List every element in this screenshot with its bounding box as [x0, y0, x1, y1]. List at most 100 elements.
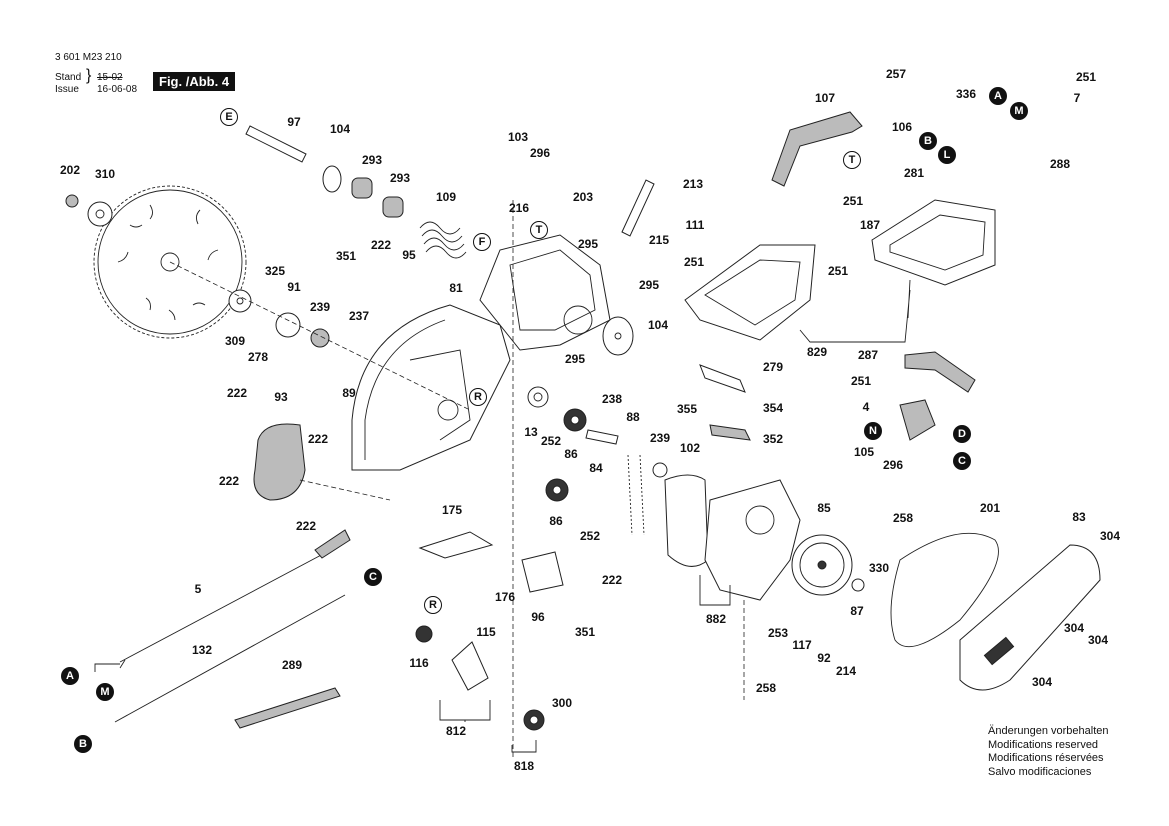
note-en: Modifications reserved — [988, 738, 1099, 751]
note-es: Salvo modificaciones — [988, 765, 1092, 778]
part-number-label: 251 — [1075, 70, 1097, 84]
part-number-label: 187 — [859, 218, 881, 232]
note-de: Änderungen vorbehalten — [988, 725, 1109, 737]
part-number-label: 4 — [862, 400, 870, 414]
part-number-label: 281 — [903, 166, 925, 180]
part-number-label: 253 — [767, 626, 789, 640]
part-number-label: 304 — [1031, 675, 1053, 689]
part-number-label: 95 — [402, 248, 416, 262]
part-number-label: 105 — [853, 445, 875, 459]
ref-marker-e: E — [220, 108, 238, 126]
ref-marker-c: C — [364, 568, 382, 586]
part-number-label: 237 — [348, 309, 370, 323]
part-number-label: 86 — [549, 514, 563, 528]
part-number-label: 257 — [885, 67, 907, 81]
part-number-label: 289 — [281, 658, 303, 672]
modification-notes: Änderungen vorbehalten Modifications res… — [988, 725, 1108, 779]
part-number-label: 336 — [955, 87, 977, 101]
part-number-label: 7 — [1073, 91, 1081, 105]
part-number-label: 215 — [648, 233, 670, 247]
issue-label: Issue — [55, 84, 79, 95]
ref-marker-t: T — [530, 221, 548, 239]
ref-marker-t: T — [843, 151, 861, 169]
part-number-label: 252 — [579, 529, 601, 543]
ref-marker-m: M — [96, 683, 114, 701]
part-number-label: 300 — [551, 696, 573, 710]
part-number-label: 13 — [524, 425, 538, 439]
part-number-label: 258 — [755, 681, 777, 695]
part-number-label: 251 — [683, 255, 705, 269]
part-number-label: 295 — [577, 237, 599, 251]
part-number-label: 115 — [476, 625, 496, 639]
part-number-label: 116 — [409, 656, 429, 670]
ref-marker-f: F — [473, 233, 491, 251]
issue-value: 16-06-08 — [97, 84, 138, 95]
part-number-label: 201 — [979, 501, 1001, 515]
part-number-label: 83 — [1072, 510, 1086, 524]
part-number-label: 222 — [370, 238, 392, 252]
part-number-label: 296 — [529, 146, 551, 160]
brace-glyph: } — [86, 67, 92, 84]
stand-value: 15-02 — [97, 72, 123, 83]
part-number-label: 117 — [792, 638, 812, 652]
saw-blade-drawing — [93, 185, 247, 339]
part-number-label: 239 — [309, 300, 331, 314]
part-number-label: 87 — [850, 604, 864, 618]
part-number-label: 354 — [762, 401, 784, 415]
ref-marker-r: R — [424, 596, 442, 614]
part-number-label: 102 — [679, 441, 701, 455]
ref-marker-m: M — [1010, 102, 1028, 120]
part-number-label: 325 — [264, 264, 286, 278]
part-number-label: 132 — [191, 643, 213, 657]
stand-label: Stand — [55, 72, 82, 83]
ref-marker-b: B — [919, 132, 937, 150]
ref-marker-a: A — [61, 667, 79, 685]
part-number-label: 104 — [647, 318, 669, 332]
part-number-label: 239 — [649, 431, 671, 445]
part-number-label: 84 — [589, 461, 603, 475]
part-number-label: 238 — [601, 392, 623, 406]
part-number-label: 92 — [817, 651, 831, 665]
ref-marker-b: B — [74, 735, 92, 753]
figure-label: Fig. /Abb. 4 — [153, 72, 236, 91]
part-number-label: 251 — [850, 374, 872, 388]
part-number-label: 293 — [389, 171, 411, 185]
part-number-label: 310 — [94, 167, 116, 181]
part-number-label: 89 — [342, 386, 356, 400]
note-fr: Modifications réservées — [988, 752, 1104, 764]
ref-marker-l: L — [938, 146, 956, 164]
part-number-label: 203 — [572, 190, 594, 204]
part-number-label: 882 — [705, 612, 727, 626]
part-number-label: 330 — [868, 561, 890, 575]
part-number-label: 222 — [307, 432, 329, 446]
part-number-label: 175 — [441, 503, 463, 517]
part-number-label: 88 — [626, 410, 640, 424]
part-number-label: 251 — [827, 264, 849, 278]
part-number-label: 176 — [494, 590, 516, 604]
part-number-label: 5 — [194, 582, 202, 596]
ref-marker-a: A — [989, 87, 1007, 105]
part-number-label: 295 — [638, 278, 660, 292]
part-number-label: 85 — [817, 501, 831, 515]
part-number-label: 222 — [226, 386, 248, 400]
part-number-label: 351 — [574, 625, 596, 639]
part-number-label: 309 — [224, 334, 246, 348]
part-number-label: 352 — [762, 432, 784, 446]
ref-marker-r: R — [469, 388, 487, 406]
part-number-label: 213 — [682, 177, 704, 191]
part-number-label: 81 — [449, 281, 463, 295]
part-number-label: 818 — [513, 759, 535, 773]
part-number-label: 103 — [507, 130, 529, 144]
part-number-label: 202 — [59, 163, 81, 177]
part-number-label: 216 — [508, 201, 530, 215]
part-number-label: 812 — [445, 724, 467, 738]
part-number-label: 304 — [1087, 633, 1109, 647]
part-number-label: 111 — [685, 218, 705, 232]
part-number-label: 109 — [435, 190, 457, 204]
part-number-label: 355 — [676, 402, 698, 416]
part-number-label: 278 — [247, 350, 269, 364]
part-number-label: 304 — [1099, 529, 1121, 543]
part-number-label: 351 — [335, 249, 357, 263]
part-number-label: 106 — [891, 120, 913, 134]
